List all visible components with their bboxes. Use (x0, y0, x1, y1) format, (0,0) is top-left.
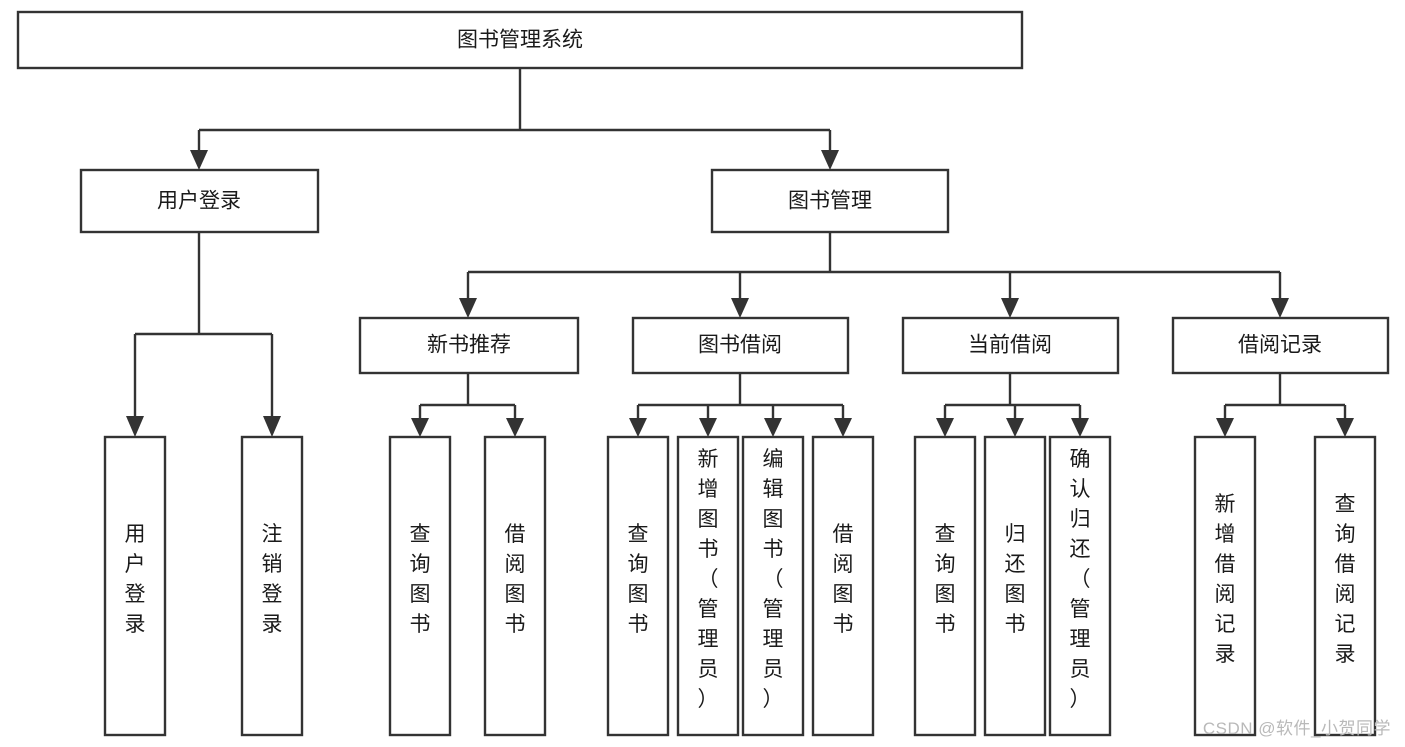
arrow-head-nb-leaf-1 (411, 418, 429, 437)
leaf-br-add-record-box[interactable] (1193, 435, 1257, 737)
leaf-logout-label: 注销登录 (262, 523, 283, 636)
node-borrow-record-box[interactable] (1171, 316, 1390, 375)
leaf-user-login-box[interactable] (103, 435, 167, 737)
node-user-login[interactable]: 用户登录 (79, 168, 320, 234)
leaf-cb-return-book-box[interactable] (983, 435, 1047, 737)
node-book-borrow-box[interactable] (631, 316, 850, 375)
leaf-node[interactable]: 新增图书（管理员） (676, 435, 740, 737)
leaf-bb-borrow-book-box[interactable] (811, 435, 875, 737)
leaf-node[interactable]: 用户登录 (103, 435, 167, 737)
connector-group-new-book-leaves (411, 373, 524, 437)
node-current-borrow[interactable]: 当前借阅 (901, 316, 1120, 375)
node-root[interactable]: 图书管理系统 (16, 10, 1024, 70)
leaf-nb-borrow-book-label: 借阅图书 (505, 523, 526, 636)
arrow-head-cb-leaf-3 (1071, 418, 1089, 437)
leaf-bb-borrow-book-label: 借阅图书 (833, 523, 854, 636)
node-root-box[interactable] (16, 10, 1024, 70)
node-root-label: 图书管理系统 (457, 29, 583, 52)
arrow-head-bb-leaf-4 (834, 418, 852, 437)
arrow-head-bb-leaf-1 (629, 418, 647, 437)
node-book-management[interactable]: 图书管理 (710, 168, 950, 234)
node-borrow-record-label: 借阅记录 (1238, 334, 1322, 357)
leaf-cb-confirm-return-box[interactable] (1048, 435, 1112, 737)
node-book-borrow-label: 图书借阅 (698, 334, 782, 357)
leaf-node[interactable]: 查询图书 (606, 435, 670, 737)
node-new-book-recommend-label: 新书推荐 (427, 334, 511, 357)
leaf-node[interactable]: 编辑图书（管理员） (741, 435, 805, 737)
node-book-management-box[interactable] (710, 168, 950, 234)
arrow-head-leaf-logout (263, 416, 281, 437)
arrow-head-br-leaf-1 (1216, 418, 1234, 437)
node-book-management-label: 图书管理 (788, 190, 872, 213)
leaf-node[interactable]: 查询图书 (388, 435, 452, 737)
leaf-node[interactable]: 借阅图书 (811, 435, 875, 737)
leaf-node[interactable]: 确认归还（管理员） (1048, 435, 1112, 737)
arrow-head-book-borrow (731, 298, 749, 318)
leaf-logout-box[interactable] (240, 435, 304, 737)
arrow-head-cb-leaf-2 (1006, 418, 1024, 437)
arrow-head-cb-leaf-1 (936, 418, 954, 437)
leaf-br-add-record-label: 新增借阅记录 (1215, 493, 1236, 666)
leaf-bb-query-book-label: 查询图书 (628, 523, 649, 636)
node-book-borrow[interactable]: 图书借阅 (631, 316, 850, 375)
leaf-bb-add-book-label: 新增图书（管理员） (698, 448, 719, 711)
connector-group-book-mgmt (459, 232, 1289, 318)
leaf-cb-return-book-label: 归还图书 (1005, 523, 1026, 636)
node-user-login-box[interactable] (79, 168, 320, 234)
leaf-node[interactable]: 查询借阅记录 (1313, 435, 1377, 737)
arrow-head-borrow-record (1271, 298, 1289, 318)
leaf-user-login-label: 用户登录 (125, 523, 146, 636)
node-new-book-recommend[interactable]: 新书推荐 (358, 316, 580, 375)
connector-group-root (190, 68, 839, 170)
leaf-node[interactable]: 借阅图书 (483, 435, 547, 737)
leaf-nb-query-book-label: 查询图书 (410, 523, 431, 636)
leaf-nb-query-book-box[interactable] (388, 435, 452, 737)
leaf-node[interactable]: 注销登录 (240, 435, 304, 737)
node-user-login-label: 用户登录 (157, 190, 241, 213)
leaf-nb-borrow-book-box[interactable] (483, 435, 547, 737)
leaf-node[interactable]: 新增借阅记录 (1193, 435, 1257, 737)
node-current-borrow-label: 当前借阅 (968, 334, 1052, 357)
arrow-head-bb-leaf-2 (699, 418, 717, 437)
node-new-book-recommend-box[interactable] (358, 316, 580, 375)
leaf-cb-query-book-label: 查询图书 (935, 523, 956, 636)
connector-group-user-login (126, 232, 281, 437)
leaf-bb-add-book-box[interactable] (676, 435, 740, 737)
connector-group-borrow-record-leaves (1216, 373, 1354, 437)
arrow-head-nb-leaf-2 (506, 418, 524, 437)
connector-group-current-borrow-leaves (936, 373, 1089, 437)
arrow-head-current-borrow (1001, 298, 1019, 318)
arrow-head-new-book (459, 298, 477, 318)
arrow-head-user-login (190, 150, 208, 170)
leaf-br-query-record-box[interactable] (1313, 435, 1377, 737)
leaf-cb-query-book-box[interactable] (913, 435, 977, 737)
connector-group-book-borrow-leaves (629, 373, 852, 437)
node-borrow-record[interactable]: 借阅记录 (1171, 316, 1390, 375)
leaf-br-query-record-label: 查询借阅记录 (1335, 493, 1356, 666)
arrow-head-bb-leaf-3 (764, 418, 782, 437)
arrow-head-br-leaf-2 (1336, 418, 1354, 437)
leaf-bb-edit-book-label: 编辑图书（管理员） (763, 448, 784, 711)
leaf-node[interactable]: 归还图书 (983, 435, 1047, 737)
node-current-borrow-box[interactable] (901, 316, 1120, 375)
leaf-bb-edit-book-box[interactable] (741, 435, 805, 737)
leaf-node[interactable]: 查询图书 (913, 435, 977, 737)
leaf-bb-query-book-box[interactable] (606, 435, 670, 737)
arrow-head-book-mgmt (821, 150, 839, 170)
arrow-head-leaf-user-login (126, 416, 144, 437)
leaf-cb-confirm-return-label: 确认归还（管理员） (1070, 448, 1091, 711)
